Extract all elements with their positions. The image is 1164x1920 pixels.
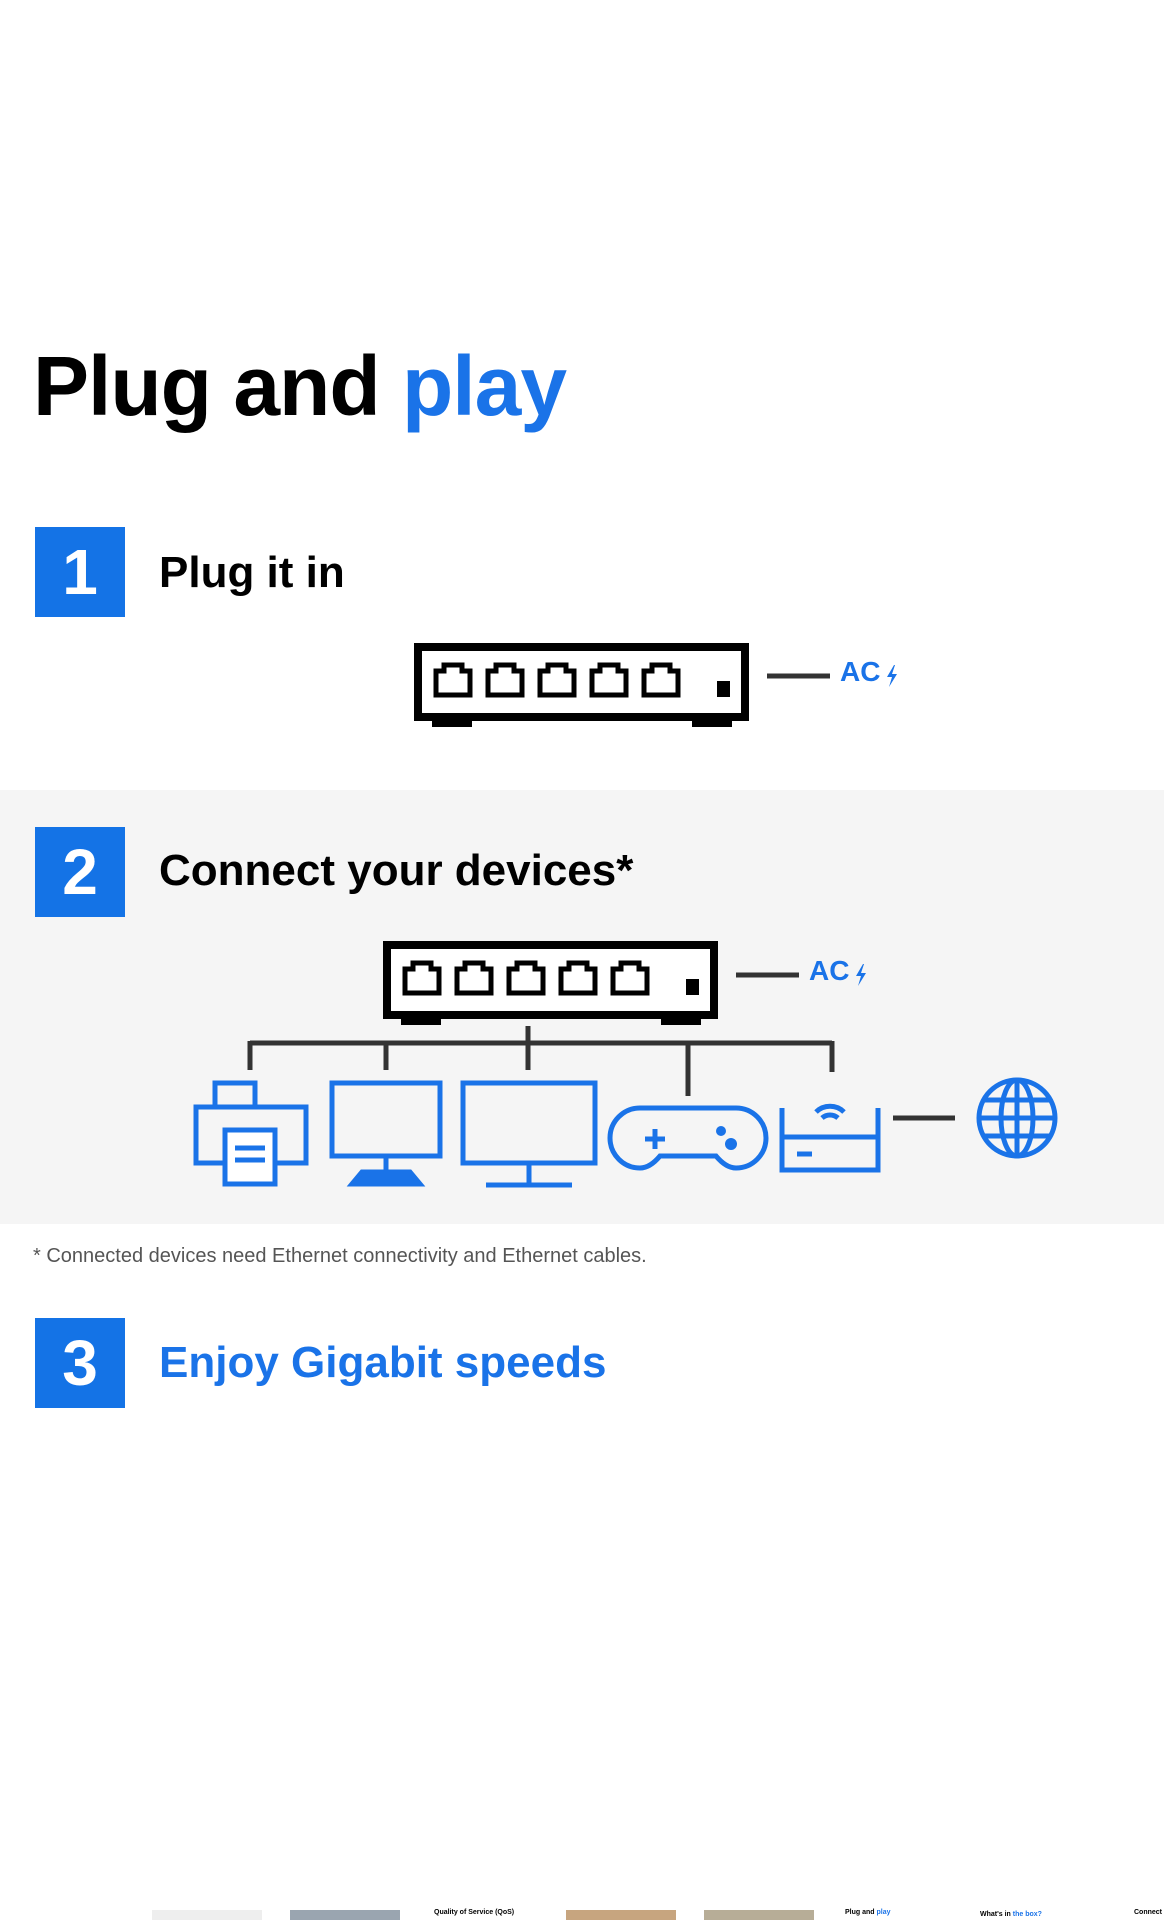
title-text: Plug and — [33, 339, 402, 433]
thumbnail-5[interactable] — [704, 1910, 814, 1920]
power-label: AC — [840, 656, 881, 687]
step-3-number: 3 — [35, 1318, 125, 1408]
step-1-label: Plug it in — [159, 548, 345, 597]
step-2-number: 2 — [35, 827, 125, 917]
thumb-accent: the box? — [1012, 1911, 1042, 1918]
thumbnail-connect[interactable]: Connect — [1134, 1909, 1162, 1916]
tv-monitor-icon — [460, 1080, 598, 1188]
step-3-label: Enjoy Gigabit speeds — [159, 1338, 607, 1387]
step-2-label: Connect your devices* — [159, 846, 634, 895]
thumbnail-whats-in-box[interactable]: What's in the box? — [980, 1911, 1042, 1918]
desktop-monitor-icon — [329, 1080, 443, 1187]
thumbnail-4[interactable] — [566, 1910, 676, 1920]
thumb-text: Plug and — [845, 1909, 877, 1916]
page-title: Plug and play — [33, 338, 567, 435]
globe-icon — [976, 1077, 1058, 1159]
lightning-icon — [856, 665, 897, 986]
switch-icon-step2 — [387, 945, 714, 1025]
thumb-text: What's in — [980, 1911, 1013, 1918]
thumb-accent: play — [876, 1909, 891, 1916]
thumbnail-plug-and-play[interactable]: Plug and play — [845, 1909, 891, 1916]
thumbnail-1[interactable] — [152, 1910, 262, 1920]
thumbnail-2[interactable] — [290, 1910, 400, 1920]
step-1-number: 1 — [35, 527, 125, 617]
printer-icon — [193, 1080, 309, 1187]
diagrams — [193, 0, 1058, 1188]
thumbnail-strip: Quality of Service (QoS) Plug and play W… — [0, 1908, 1164, 1920]
switch-icon-step1 — [418, 647, 745, 727]
thumbnail-qos[interactable]: Quality of Service (QoS) — [434, 1909, 515, 1916]
title-accent: play — [402, 339, 567, 433]
gamepad-icon — [607, 1105, 769, 1171]
connection-tree — [247, 1026, 955, 1121]
power-label-2: AC — [809, 955, 850, 986]
footnote: * Connected devices need Ethernet connec… — [33, 1245, 647, 1267]
router-icon — [779, 1103, 881, 1173]
